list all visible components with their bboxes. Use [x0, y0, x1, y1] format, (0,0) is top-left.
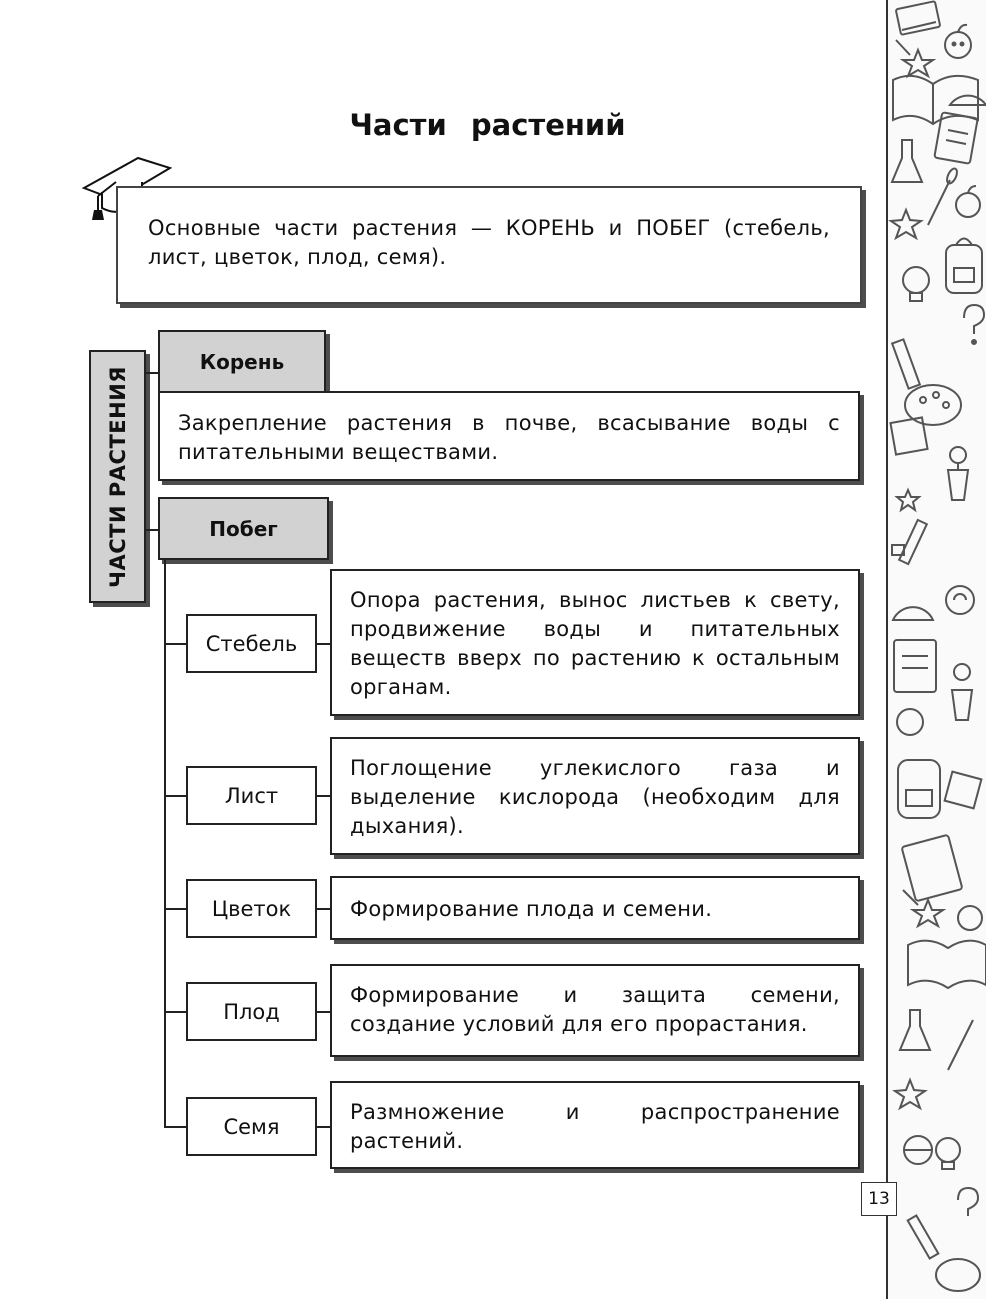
shooting-star-icon — [902, 889, 947, 929]
paintbrush-icon — [927, 167, 958, 226]
branch-line — [164, 795, 186, 797]
leaf-description: Поглощение углекислого газа и выделение … — [330, 737, 860, 855]
protractor-icon — [948, 94, 986, 106]
flower-pot-icon — [946, 446, 970, 501]
book-icon — [901, 834, 963, 902]
question-mark-icon — [963, 303, 986, 345]
link-line — [317, 1126, 330, 1128]
apple-icon — [955, 185, 981, 218]
open-book-icon — [907, 939, 986, 990]
shoot-header: Побег — [158, 497, 329, 560]
link-line — [317, 908, 330, 910]
shooting-star-icon — [895, 39, 937, 79]
lightbulb-icon — [935, 1137, 961, 1170]
apple-icon — [944, 23, 972, 59]
palette-icon — [935, 1258, 981, 1292]
paintbrush-icon — [947, 1019, 974, 1071]
sticky-note-icon — [889, 416, 929, 456]
connector-line — [146, 372, 158, 374]
globe-icon — [903, 1135, 933, 1165]
side-label-box: ЧАСТИ РАСТЕНИЯ — [89, 350, 146, 603]
branch-line — [164, 643, 186, 645]
apple-icon — [896, 708, 924, 736]
flask-icon — [898, 1009, 932, 1051]
question-mark-icon — [957, 1186, 980, 1216]
branch-line — [164, 1126, 186, 1128]
branch-line — [164, 1011, 186, 1013]
apple-icon — [957, 905, 983, 931]
doodle-strip — [886, 0, 986, 1299]
branch-line — [164, 908, 186, 910]
page-number: 13 — [861, 1182, 897, 1216]
connector-line — [146, 529, 158, 531]
link-line — [317, 643, 330, 645]
part-seed: Семя — [186, 1097, 317, 1156]
lightbulb-icon — [902, 266, 930, 302]
palette-icon — [904, 384, 962, 426]
backpack-icon — [945, 237, 983, 294]
page-title: Части растений — [349, 108, 626, 142]
seed-description: Размножение и распространение растений. — [330, 1081, 860, 1169]
notebook-icon — [933, 111, 979, 165]
intro-box: Основные части растения — КОРЕНЬ и ПОБЕГ… — [116, 186, 862, 304]
part-leaf: Лист — [186, 766, 317, 825]
flower-pot-icon — [950, 663, 974, 721]
pencil-icon — [906, 1214, 940, 1260]
root-description: Закрепление растения в почве, всасывание… — [158, 391, 860, 481]
part-fruit: Плод — [186, 982, 317, 1041]
backpack-icon — [897, 759, 941, 819]
fruit-description: Формирование и защита семени, создание у… — [330, 964, 860, 1057]
link-line — [317, 795, 330, 797]
stem-description: Опора растения, вынос листьев к свету, п… — [330, 569, 860, 716]
notebook-icon — [893, 639, 937, 693]
side-label: ЧАСТИ РАСТЕНИЯ — [105, 365, 130, 588]
snail-icon — [945, 585, 975, 615]
part-flower: Цветок — [186, 879, 317, 938]
star-icon — [894, 487, 922, 513]
root-header: Корень — [158, 330, 326, 393]
protractor-icon — [891, 606, 935, 621]
star-icon — [892, 1077, 928, 1111]
star-icon — [888, 207, 924, 241]
pencil-icon — [890, 338, 922, 390]
letter-icon — [891, 544, 905, 556]
sticky-note-icon — [943, 770, 983, 810]
link-line — [317, 1011, 330, 1013]
book-icon — [895, 0, 941, 36]
pencil-icon — [897, 518, 929, 566]
flower-description: Формирование плода и семени. — [330, 876, 860, 940]
flask-icon — [890, 139, 924, 183]
part-stem: Стебель — [186, 614, 317, 673]
tree-trunk-line — [164, 560, 166, 1128]
